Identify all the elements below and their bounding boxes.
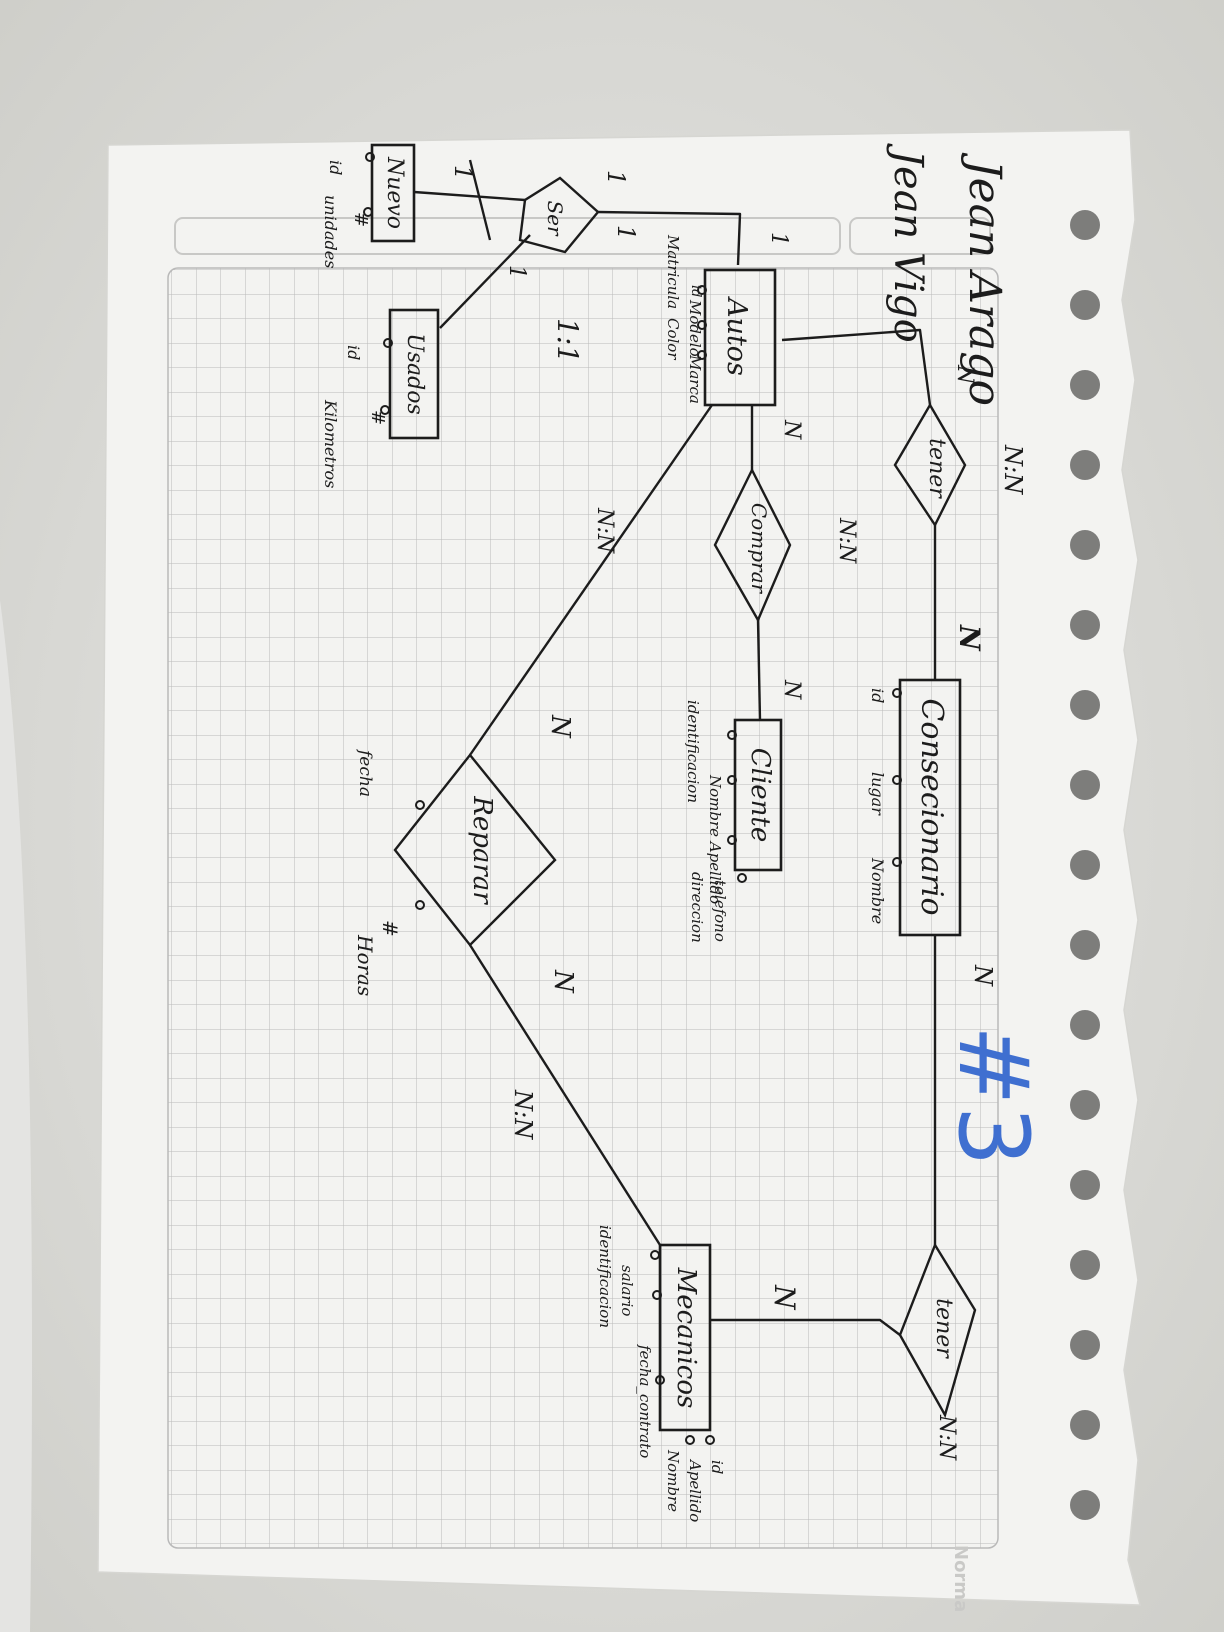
attribute-label: Nombre [868,857,887,924]
relationship-label: Comprar [747,503,771,595]
attribute-label: telefono [711,880,729,942]
relationship-label: tener [924,438,949,499]
page-number: #3 [937,1025,1049,1167]
connector-lines [413,159,937,1336]
entity-cliente: Cliente [733,718,783,872]
attribute-label: salario [618,1265,636,1316]
cardinality: N:N [999,444,1027,495]
cardinality: N [779,419,804,440]
entity-nuevo: Nuevo [370,143,416,243]
signature-line-1: Jean Arago [959,152,1010,406]
cardinality: N [779,679,804,700]
entity-autos: Autos [703,268,777,407]
attributes-autos: Modelo Marca Matricula Color id [664,234,704,404]
cardinality: N:N [509,1089,537,1140]
attribute-label: id [868,688,887,703]
attribute-label: Color [664,318,682,360]
cardinality: 1 [612,225,640,240]
relationship-label: tener [931,1298,956,1359]
relationship-label: Reparar [467,795,497,905]
attribute-label: fecha [355,748,375,797]
signature-line-2: Jean Vigo [885,143,931,343]
attribute-label: identificacion [596,1225,614,1328]
spiral-holes [1070,210,1100,1520]
attributes-reparar: fecha # Horas [353,748,402,996]
attribute-label: # [350,212,371,227]
attribute-label: lugar [868,772,887,816]
attribute-label: Horas [353,934,377,996]
entity-mecanicos: Mecanicos [658,1243,712,1432]
entity-label: Consecionario [914,698,949,915]
attribute-label: Matricula [664,234,682,309]
relationship-ser: Ser [518,176,600,254]
cardinality: N [969,964,997,987]
attribute-label: fecha_contrato [636,1344,654,1458]
attribute-label: direccion [688,872,706,943]
cardinality: N [548,969,578,994]
attribute-label: identificacion [684,700,702,803]
cardinality-labels: 1 1 1 1 1 1:1 N N:N N N N:N N N:N N N N:… [449,165,1027,1461]
cardinality: N:N [834,517,859,564]
cardinality: N [953,624,986,652]
cardinality: 1:1 [551,318,584,363]
cardinality: N [545,714,575,739]
entity-label: Cliente [745,748,775,843]
attribute-label: Marca [686,354,704,404]
attribute-label: id [688,285,703,297]
attributes-cliente: identificacion Nombre Apellido direccion… [684,700,729,943]
attribute-label: Modelo [686,299,704,357]
relationship-tener-top: tener [893,402,967,528]
cardinality: N [952,364,977,385]
entity-label: Nuevo [382,156,407,229]
attribute-label: Nombre [664,1449,682,1512]
attribute-label: unidades [321,195,340,268]
cardinality-n-mecanicos: N [768,1284,801,1311]
entity-label: Autos [721,295,752,376]
cardinality: N:N [934,1414,959,1461]
attribute-label: # [367,410,388,425]
attribute-label: id [326,160,345,175]
attributes-consecionario: id lugar Nombre [868,688,887,924]
cardinality: 1 [766,232,791,246]
attributes-usados: id # Kilometros [321,345,388,488]
relationship-tener-bottom: tener [898,1242,977,1419]
cardinality: 1 [449,165,477,180]
relationship-comprar: Comprar [713,467,792,623]
attribute-label: id [344,345,363,360]
signature: Jean Arago Jean Vigo [885,143,1010,406]
notebook-page: Norma [97,129,1141,1612]
attribute-label: Apellido [686,1458,704,1522]
cardinality: 1 [602,170,630,185]
entity-usados: Usados [388,308,440,440]
attribute-label: Kilometros [321,399,340,488]
attribute-label: # [378,920,402,937]
relationship-reparar: Reparar [393,753,557,947]
entity-label: Mecanicos [671,1267,701,1409]
attribute-dots [363,152,902,1445]
relationship-label: Ser [543,200,567,237]
entity-consecionario: Consecionario [898,678,962,937]
attributes-mecanicos: identificacion salario fecha_contrato id… [596,1225,726,1522]
attribute-label: Nombre Apellido [706,774,724,904]
cardinality: 1 [504,265,529,279]
brand-logo: Norma [950,1545,971,1612]
cardinality: N:N [592,507,617,554]
attributes-nuevo: id # unidades [321,160,371,268]
entity-label: Usados [402,333,427,415]
attribute-label: id [708,1460,726,1474]
